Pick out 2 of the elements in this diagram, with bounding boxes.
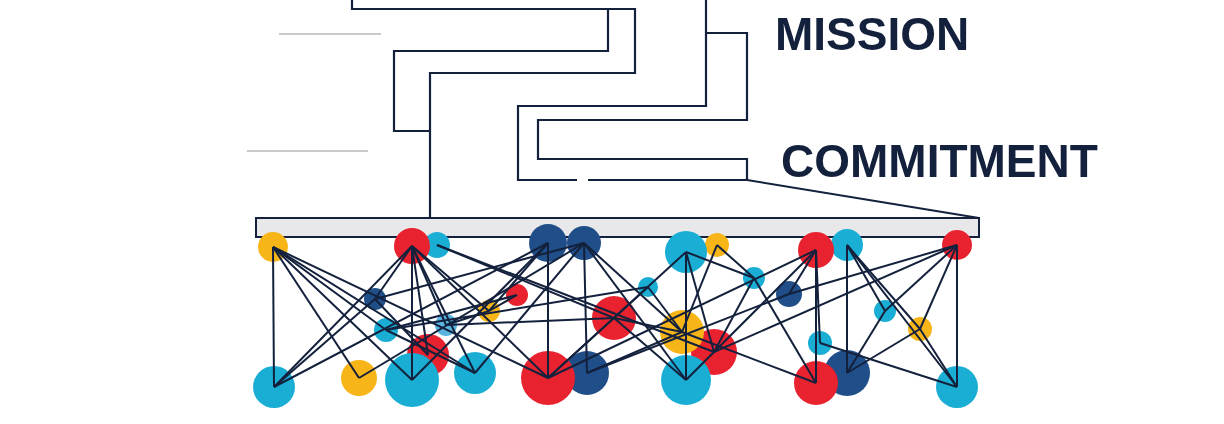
keyword-label: MISSION: [775, 11, 970, 57]
keyword-label: COMMITMENT: [781, 138, 1098, 184]
